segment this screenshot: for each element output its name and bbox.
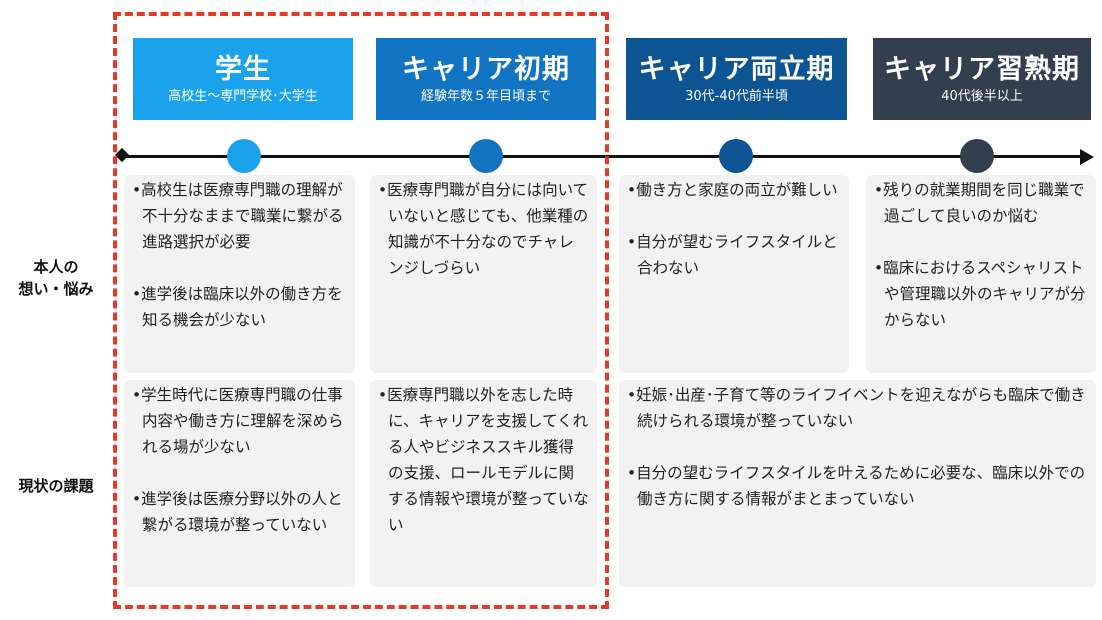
concerns-panel-balance-career: •働き方と家庭の両立が難しい •自分が望むライフスタイルと合わない xyxy=(619,175,849,373)
challenges-panel-early-career: •医療専門職以外を志した時に、キャリアを支援してくれる人やビジネススキル獲得の支… xyxy=(370,380,597,587)
stage-header-student: 学生 高校生～専門学校･大学生 xyxy=(133,38,353,120)
stage-subtitle: 経験年数５年目頃まで xyxy=(420,88,551,104)
timeline-dot-early-career xyxy=(469,139,503,173)
list-item: •働き方と家庭の両立が難しい xyxy=(627,181,838,199)
list-item: •学生時代に医療専門職の仕事内容や働き方に理解を深められる場が少ない xyxy=(132,386,344,456)
highlight-dashed-frame xyxy=(113,12,609,609)
stage-title: 学生 xyxy=(215,53,271,85)
timeline-arrow-icon xyxy=(1080,149,1094,165)
row-label-challenges: 現状の課題 xyxy=(18,477,94,495)
timeline-line xyxy=(122,155,1082,158)
timeline-dot-student xyxy=(227,139,261,173)
stage-subtitle: 40代後半以上 xyxy=(941,88,1023,104)
list-item: •医療専門職以外を志した時に、キャリアを支援してくれる人やビジネススキル獲得の支… xyxy=(378,386,589,534)
stage-title: キャリア両立期 xyxy=(638,53,835,85)
list-item: •高校生は医療専門職の理解が不十分なままで職業に繋がる進路選択が必要 xyxy=(132,181,344,251)
list-item: •自分の望むライフスタイルを叶えるために必要な、臨床以外での働き方に関する情報が… xyxy=(627,464,1086,508)
concerns-panel-student: •高校生は医療専門職の理解が不十分なままで職業に繋がる進路選択が必要 •進学後は… xyxy=(124,175,355,373)
row-label-concerns: 本人の 想い・悩み xyxy=(0,256,112,300)
stage-title: キャリア習熟期 xyxy=(884,53,1080,85)
row-label-concerns-line1: 本人の xyxy=(33,258,79,276)
stage-header-mature-career: キャリア習熟期 40代後半以上 xyxy=(873,38,1091,120)
stage-header-early-career: キャリア初期 経験年数５年目頃まで xyxy=(376,38,596,120)
list-item: •進学後は臨床以外の働き方を知る機会が少ない xyxy=(132,285,343,329)
list-item: •自分が望むライフスタイルと合わない xyxy=(627,233,838,277)
timeline-dot-mature-career xyxy=(960,139,994,173)
list-item: •残りの就業期間を同じ職業で過ごして良いのか悩む xyxy=(874,181,1085,225)
list-item: •医療専門職が自分には向いていないと感じても、他業種の知識が不十分なのでチャレン… xyxy=(378,181,589,277)
stage-header-balance-career: キャリア両立期 30代-40代前半頃 xyxy=(626,38,847,120)
list-item: •臨床におけるスペシャリストや管理職以外のキャリアが分からない xyxy=(874,259,1086,329)
stage-title: キャリア初期 xyxy=(402,53,570,85)
list-item: •進学後は医療分野以外の人と繋がる環境が整っていない xyxy=(132,490,343,534)
challenges-panel-balance-mature: •妊娠･出産･子育て等のライフイベントを迎えながらも臨床で働き続けられる環境が整… xyxy=(619,380,1096,587)
row-label-concerns-line2: 想い・悩み xyxy=(18,280,94,298)
concerns-panel-early-career: •医療専門職が自分には向いていないと感じても、他業種の知識が不十分なのでチャレン… xyxy=(370,175,597,373)
stage-subtitle: 高校生～専門学校･大学生 xyxy=(168,88,318,104)
stage-subtitle: 30代-40代前半頃 xyxy=(685,88,788,104)
concerns-panel-mature-career: •残りの就業期間を同じ職業で過ごして良いのか悩む •臨床におけるスペシャリストや… xyxy=(866,175,1096,373)
challenges-panel-student: •学生時代に医療専門職の仕事内容や働き方に理解を深められる場が少ない •進学後は… xyxy=(124,380,355,587)
timeline-dot-balance-career xyxy=(719,139,753,173)
list-item: •妊娠･出産･子育て等のライフイベントを迎えながらも臨床で働き続けられる環境が整… xyxy=(627,386,1086,430)
